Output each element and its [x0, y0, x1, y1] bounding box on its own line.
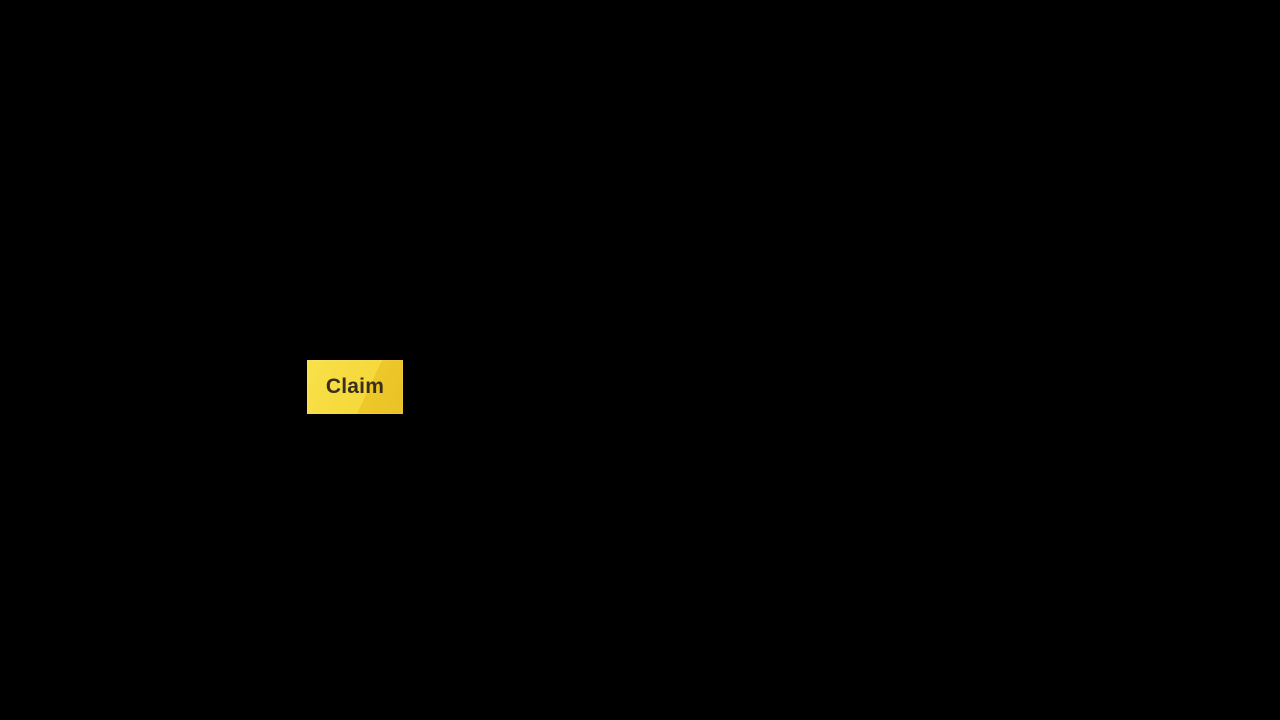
claim-button-label: Claim: [325, 375, 385, 398]
claim-button[interactable]: Claim: [307, 360, 403, 414]
